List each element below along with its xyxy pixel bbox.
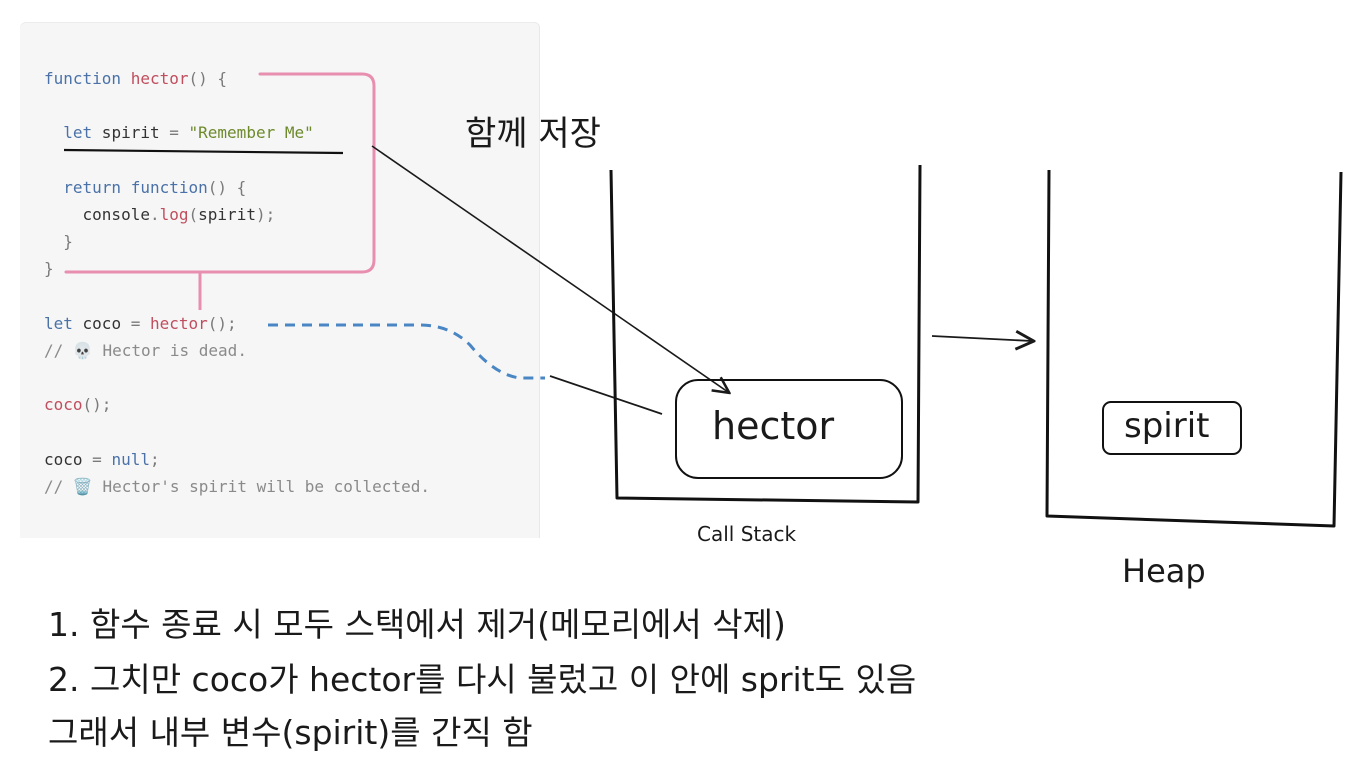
note-line-1: 1. 함수 종료 시 모두 스택에서 제거(메모리에서 삭제) <box>48 605 786 644</box>
code-token: log <box>159 205 189 224</box>
code-line: let coco = hector(); <box>44 314 237 333</box>
code-token: spirit <box>92 123 170 143</box>
code-line: // 💀 Hector is dead. <box>44 341 247 360</box>
code-token: return <box>63 177 122 197</box>
code-token: hector <box>149 313 208 333</box>
code-line: } <box>44 232 73 251</box>
spirit-box <box>1102 401 1242 455</box>
code-token: () { <box>207 177 247 197</box>
code-token: (); <box>82 395 112 415</box>
code-token: coco <box>44 449 93 469</box>
code-token: let <box>63 123 93 143</box>
call-stack-label: Call Stack <box>697 522 797 546</box>
code-token: let <box>44 313 73 333</box>
code-line: function hector() { <box>44 69 227 88</box>
code-token: () { <box>188 69 228 88</box>
code-line: let spirit = "Remember Me" <box>44 123 314 143</box>
heap-label: Heap <box>1122 552 1206 590</box>
code-line: console.log(spirit); <box>44 205 276 224</box>
code-line: coco = null; <box>44 450 160 469</box>
code-token: null <box>111 449 150 469</box>
stored-together-label: 함께 저장 <box>465 114 601 154</box>
code-token: "Remember Me" <box>188 123 314 143</box>
heap-container <box>1045 169 1343 528</box>
code-token: hector <box>130 69 189 88</box>
code-line: coco(); <box>44 395 111 414</box>
code-token: } <box>44 232 73 252</box>
spirit-box-label: spirit <box>1124 406 1210 446</box>
code-token: coco <box>44 395 83 415</box>
code-token: = <box>92 449 102 469</box>
code-line: return function() { <box>44 178 246 197</box>
code-token: ); <box>255 205 276 224</box>
code-token: function <box>130 177 208 197</box>
code-token: console <box>44 205 150 224</box>
code-token: // 🗑️ Hector's spirit will be collected. <box>44 477 430 496</box>
code-token: ( <box>188 205 199 224</box>
code-line: } <box>44 259 54 278</box>
call-stack-container <box>609 164 922 504</box>
code-token: = <box>130 313 141 333</box>
note-line-2: 2. 그치만 coco가 hector를 다시 불렀고 이 안에 sprit도 … <box>48 660 917 699</box>
hector-box <box>675 379 903 479</box>
spirit-to-stack-arrow <box>371 145 728 392</box>
code-token: // 💀 Hector is dead. <box>44 341 247 360</box>
code-token: (); <box>207 313 237 333</box>
code-line: // 🗑️ Hector's spirit will be collected. <box>44 477 430 496</box>
spirit-underline <box>63 148 344 155</box>
code-token: } <box>44 259 54 279</box>
stack-to-heap-arrow <box>931 336 1032 341</box>
note-line-3: 그래서 내부 변수(spirit)를 간직 함 <box>48 713 533 752</box>
code-token: . <box>149 205 160 224</box>
code-token: spirit <box>198 205 256 224</box>
code-token: coco <box>72 313 131 333</box>
code-panel: function hector() { let spirit = "Rememb… <box>20 22 540 538</box>
code-token: function <box>44 69 122 88</box>
code-token: ; <box>149 449 160 469</box>
hector-box-label: hector <box>712 404 835 448</box>
coco-dashed-link <box>268 323 545 380</box>
closure-bracket <box>64 72 376 274</box>
code-token: = <box>169 123 179 143</box>
coco-to-hector-line <box>549 375 663 415</box>
